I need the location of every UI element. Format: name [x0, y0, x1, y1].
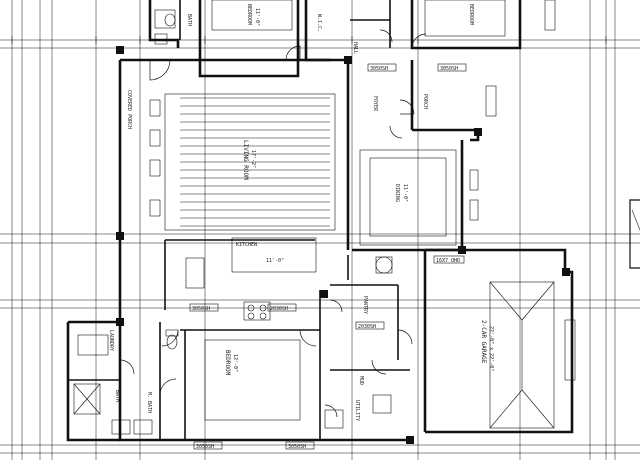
label-porch: PORCH — [422, 94, 428, 109]
wall-corners — [116, 46, 570, 444]
label-laundry: LAUNDRY — [108, 330, 114, 351]
label-mud: MUD — [358, 376, 364, 385]
callout-w3: 3050SH — [192, 306, 210, 312]
label-garage: 2-CAR GARAGE — [480, 320, 487, 364]
label-dining: DINING — [394, 184, 400, 202]
fixtures — [73, 9, 393, 435]
dining-ceiling-tray — [359, 149, 457, 246]
doors — [119, 29, 427, 418]
callout-w6: 3050SH — [196, 444, 214, 450]
label-bath-top: BATH — [186, 14, 192, 26]
label-covered-porch: COVERED PORCH — [126, 90, 132, 129]
callout-w8: 16X7 OHD — [436, 258, 460, 264]
dimension-ticks — [11, 36, 607, 44]
label-dining-size: 11'-0" — [402, 184, 408, 202]
callout-w7: 3050SH — [288, 444, 306, 450]
exterior-walls — [66, 0, 574, 442]
label-bedroom-top-right: BEDROOM — [468, 4, 474, 25]
bedroom-ceilings — [204, 0, 506, 421]
callout-w4: 2030SH — [270, 306, 288, 312]
garage-ceiling — [489, 281, 555, 429]
sheet-edge-mark — [629, 199, 640, 269]
label-bedroom-top-size: 11'-0" — [254, 8, 260, 26]
windows — [149, 0, 576, 381]
label-wic: W.I.C. — [316, 14, 322, 32]
living-room-beams — [164, 93, 336, 231]
label-kitchen-size: 11'-0" — [266, 258, 284, 264]
callouts: 3050SH 3050SH 3050SH 2030SH 2030SH 3050S… — [189, 63, 467, 450]
callout-w5: 2030SH — [358, 324, 376, 330]
callout-w2: 3050SH — [440, 66, 458, 72]
label-bedroom-bottom: BEDROOM — [224, 350, 231, 376]
label-hall: HALL — [352, 42, 358, 54]
callout-w1: 3050SH — [370, 66, 388, 72]
label-pantry: PANTRY — [362, 296, 368, 314]
label-foyer: FOYER — [372, 96, 378, 112]
label-living: LIVING ROOM — [242, 140, 249, 180]
label-living-size: 17'-2" — [250, 150, 256, 168]
label-bedroom-bottom-size: 12'-0" — [232, 354, 238, 372]
label-utility: UTILITY — [354, 400, 360, 421]
label-bedroom-top: BEDROOM — [246, 4, 252, 25]
label-kitchen: KITCHEN — [236, 242, 257, 248]
interior-walls — [68, 0, 410, 440]
room-labels: BEDROOM 11'-0" BATH W.I.C. BEDROOM HALL … — [108, 4, 494, 421]
label-master-bath: M. BATH — [146, 392, 152, 413]
label-garage-size: 22'-0" x 22'-0" — [488, 326, 494, 371]
label-bath-bottom: BATH — [114, 390, 120, 402]
